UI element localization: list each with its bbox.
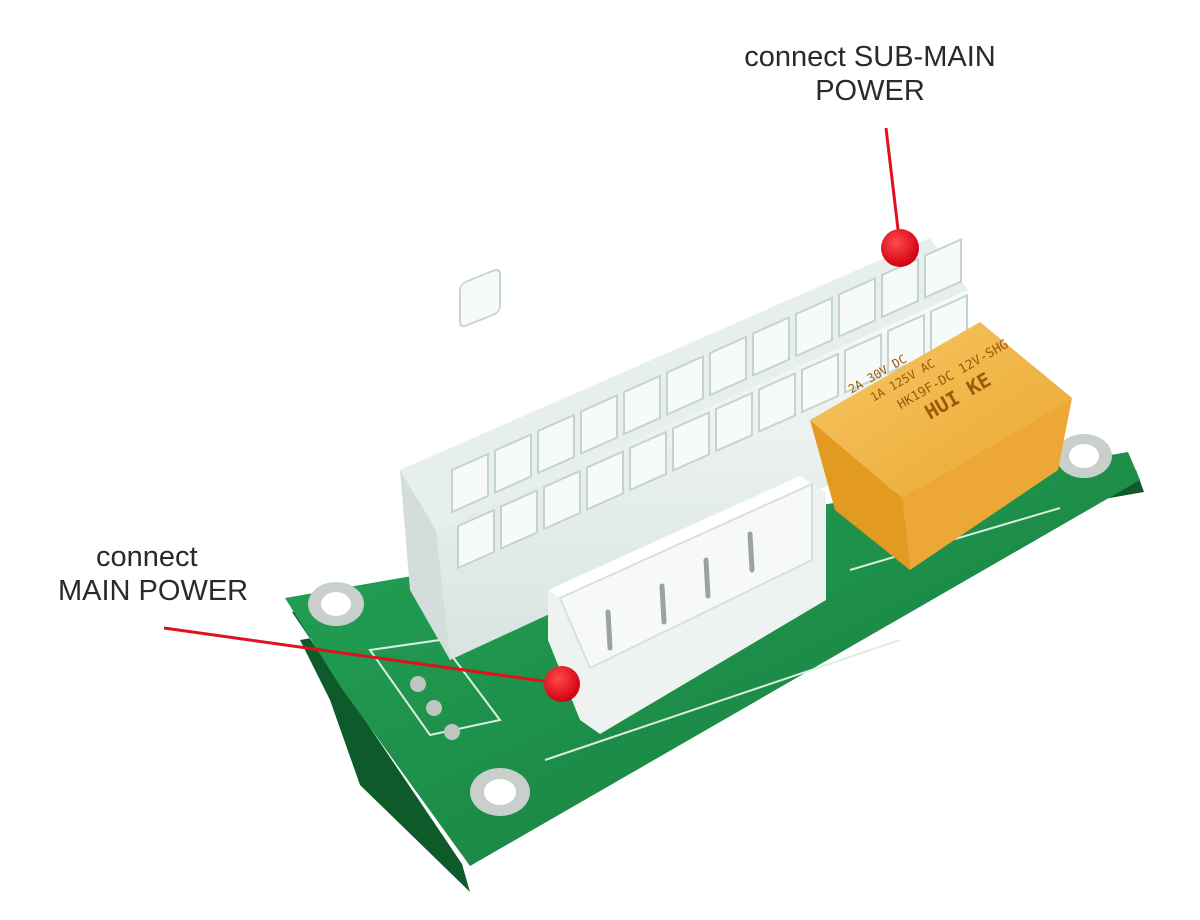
callout-sub-main-line2: POWER <box>815 75 925 107</box>
connector-cavity <box>623 374 661 436</box>
connector-cavity <box>543 469 581 531</box>
connector-cavity <box>586 449 624 512</box>
callout-label-sub-main: connect SUB-MAIN POWER <box>700 40 1040 108</box>
connector-cavity <box>752 315 790 378</box>
marker-dot <box>881 229 919 267</box>
mounting-holes <box>308 434 1112 816</box>
molex-pin <box>659 583 667 625</box>
connector-cavity <box>494 432 532 495</box>
callout-main <box>163 626 580 702</box>
connector-cavity <box>500 488 538 551</box>
relay: HUI KE HK19F-DC 12V-SHG 1A 125V AC 2A 30… <box>810 322 1072 570</box>
connector-cavity <box>709 335 747 397</box>
connector-cavity <box>844 332 882 395</box>
three-pin-header <box>410 676 460 740</box>
connector-cavity <box>629 430 667 492</box>
connector-cavity <box>451 452 489 514</box>
molex-connector <box>548 476 826 734</box>
connector-cavity <box>672 410 710 473</box>
connector-cavity <box>924 237 962 300</box>
connector-cavity <box>838 276 876 339</box>
callout-main-line1: connect <box>96 541 198 573</box>
connector-cavity <box>801 352 839 414</box>
molex-pin <box>703 557 711 599</box>
connector-cavity <box>795 296 833 358</box>
connector-cavity <box>715 391 753 453</box>
silkscreen-outline <box>368 638 502 737</box>
molex-pin <box>747 531 755 573</box>
callout-label-main: connect MAIN POWER <box>40 540 290 608</box>
connector-cavity <box>666 354 704 417</box>
connector-cavities <box>451 237 968 570</box>
atx-24-pin-connector <box>400 237 970 660</box>
callout-sub-main-line1: connect SUB-MAIN <box>744 41 996 73</box>
connector-cavity <box>537 413 575 475</box>
mounting-hole <box>308 582 364 626</box>
mounting-hole <box>1056 434 1112 478</box>
molex-pin <box>605 609 613 651</box>
callout-main-line2: MAIN POWER <box>58 575 249 607</box>
callout-sub-main <box>881 127 919 267</box>
connector-cavity <box>758 371 796 434</box>
mounting-hole <box>470 768 530 816</box>
connector-cavity <box>457 508 495 570</box>
connector-cavity <box>580 393 618 456</box>
marker-dot <box>544 666 580 702</box>
